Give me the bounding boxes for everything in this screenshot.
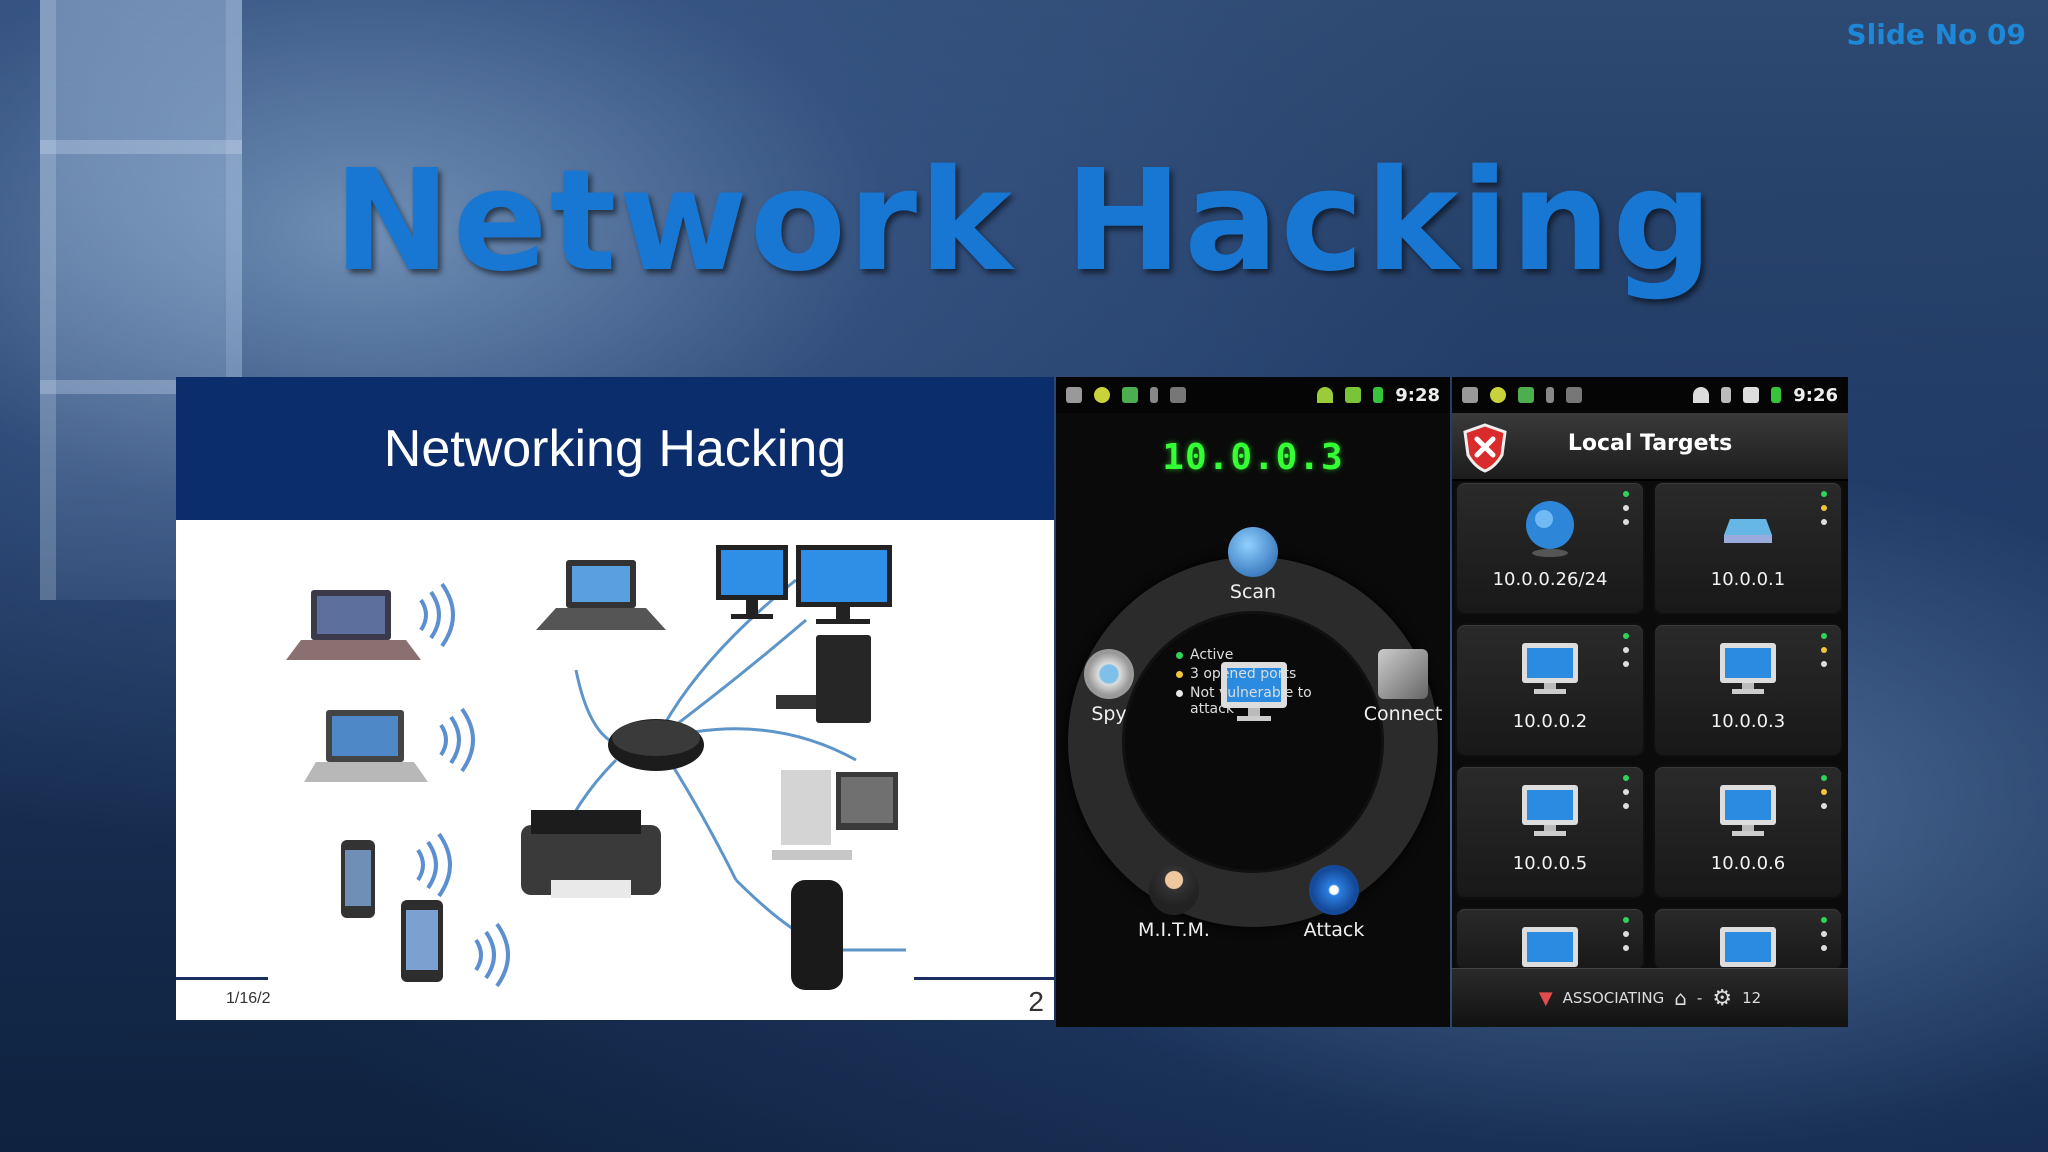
battery-icon	[1771, 387, 1782, 403]
debug-icon	[1566, 387, 1582, 403]
monitor-icon	[796, 545, 892, 624]
home-icon[interactable]: ⌂	[1674, 986, 1687, 1010]
status-bar: 9:28	[1056, 377, 1450, 413]
laptop-icon	[304, 710, 428, 782]
wifi-signal-icons	[416, 582, 510, 988]
scan-button[interactable]: Scan	[1205, 527, 1301, 603]
network-diagram: 1/16/2 2	[176, 520, 1054, 1020]
gear-icon[interactable]: ⚙	[1712, 985, 1733, 1011]
app-header: Local Targets	[1452, 413, 1848, 481]
slide-number: Slide No 09	[1846, 18, 2026, 51]
target-tile[interactable]: 10.0.0.2	[1457, 625, 1643, 755]
desktop-computer-icon	[772, 770, 898, 860]
embedded-slide-header: Networking Hacking	[176, 377, 1054, 520]
target-icon	[1309, 865, 1359, 915]
shield-x-icon[interactable]	[1462, 423, 1508, 473]
footer-rule	[914, 977, 1054, 980]
globe-icon	[1526, 501, 1574, 557]
clock: 9:26	[1793, 384, 1838, 406]
target-count: 12	[1742, 989, 1762, 1007]
attack-button[interactable]: Attack	[1286, 865, 1382, 941]
eye-icon	[1084, 649, 1134, 699]
network-diagram-graphic	[286, 545, 906, 990]
printer-icon	[521, 810, 661, 898]
modem-icon	[791, 880, 843, 990]
app-header-title: Local Targets	[1567, 431, 1733, 456]
options-icon[interactable]	[1623, 633, 1629, 675]
options-icon[interactable]	[1821, 633, 1827, 675]
laptop-icon	[536, 560, 666, 630]
options-icon[interactable]	[1623, 917, 1629, 959]
monitor-icon	[716, 545, 788, 619]
status-bar: 9:26	[1452, 377, 1848, 413]
target-status-list: Active 3 opened ports Not vulnerable to …	[1176, 647, 1346, 720]
usb-icon	[1150, 387, 1158, 403]
plug-icon	[1378, 649, 1428, 699]
phone-icon	[341, 840, 375, 918]
person-icon	[1149, 865, 1199, 915]
wifi-status: ASSOCIATING	[1562, 989, 1665, 1007]
embedded-slide: Networking Hacking	[176, 377, 1054, 1020]
shield-icon	[1122, 387, 1138, 403]
target-tile[interactable]: 10.0.0.1	[1655, 483, 1841, 613]
target-tile[interactable]: 10.0.0.6	[1655, 767, 1841, 897]
monitor-icon	[1720, 927, 1776, 967]
wifi-icon	[1317, 387, 1334, 403]
network-type-icon	[1721, 387, 1732, 403]
monitor-icon	[1720, 785, 1776, 836]
window-divider	[40, 140, 242, 154]
monitor-icon	[1522, 785, 1578, 836]
target-tile[interactable]: 10.0.0.3	[1655, 625, 1841, 755]
slide-date: 1/16/2	[226, 990, 271, 1007]
usb-icon	[1546, 387, 1554, 403]
mitm-button[interactable]: M.I.T.M.	[1126, 865, 1222, 941]
status-vulnerability: Not vulnerable to attack	[1176, 685, 1346, 717]
separator: -	[1696, 989, 1703, 1007]
target-tile[interactable]: 10.0.0.5	[1457, 767, 1643, 897]
clock: 9:28	[1395, 384, 1440, 406]
target-tile[interactable]	[1457, 909, 1643, 969]
page-title: Network Hacking	[333, 140, 1715, 303]
bottom-status-bar: ▼ ASSOCIATING ⌂ - ⚙ 12	[1452, 968, 1848, 1027]
action-ring	[1068, 557, 1438, 927]
android-icon	[1094, 387, 1110, 403]
slide-page-number: 2	[1028, 986, 1044, 1017]
footer-rule	[176, 977, 268, 980]
globe-icon	[1228, 527, 1278, 577]
target-ip-display: 10.0.0.3	[1162, 437, 1344, 478]
android-icon	[1490, 387, 1506, 403]
options-icon[interactable]	[1623, 775, 1629, 817]
options-icon[interactable]	[1821, 491, 1827, 533]
connect-button[interactable]: Connect	[1355, 649, 1450, 725]
target-tile[interactable]	[1655, 909, 1841, 969]
options-icon[interactable]	[1623, 491, 1629, 533]
phone-icon	[401, 900, 443, 982]
antenna-icon: ▼	[1538, 987, 1553, 1009]
phone-local-targets: 9:26 Local Targets 10.0.0.26/24 10.0.0.1	[1452, 377, 1848, 1027]
wifi-icon	[1693, 387, 1710, 403]
embedded-slide-title: Networking Hacking	[383, 419, 847, 478]
router-icon	[608, 719, 704, 771]
router-icon	[1724, 519, 1772, 543]
monitor-icon	[1720, 643, 1776, 694]
status-active: Active	[1176, 647, 1346, 663]
options-icon[interactable]	[1821, 775, 1827, 817]
desktop-tower-icon	[776, 635, 871, 723]
monitor-icon	[1522, 927, 1578, 967]
message-icon	[1462, 387, 1478, 403]
status-ports: 3 opened ports	[1176, 666, 1346, 682]
shield-icon	[1518, 387, 1534, 403]
options-icon[interactable]	[1821, 917, 1827, 959]
monitor-icon	[1522, 643, 1578, 694]
target-monitor-icon	[1221, 662, 1287, 721]
laptop-icon	[286, 590, 421, 660]
signal-icon	[1743, 387, 1760, 403]
signal-icon	[1345, 387, 1362, 403]
target-tile[interactable]: 10.0.0.26/24	[1457, 483, 1643, 613]
message-icon	[1066, 387, 1082, 403]
debug-icon	[1170, 387, 1186, 403]
battery-icon	[1373, 387, 1384, 403]
phone-target-menu: 9:28 10.0.0.3 Scan Spy Connect M.I.T.M. …	[1056, 377, 1450, 1027]
spy-button[interactable]: Spy	[1061, 649, 1157, 725]
